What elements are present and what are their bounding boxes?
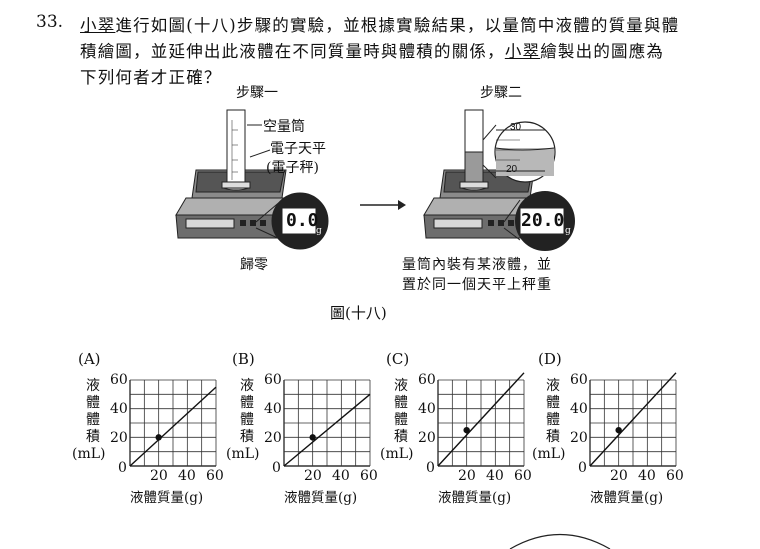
y-axis-label: 液體體積 (78, 378, 108, 446)
y-tick-label: 20 (570, 430, 588, 446)
caption-step2-line1: 量筒內裝有某液體，並 (402, 257, 552, 273)
question-line-2: 積繪圖，並延伸出此液體在不同質量時與體積的關係，小翠繪製出的圖應為 (80, 42, 665, 61)
x-tick-label: 40 (486, 468, 504, 484)
origin-label: 0 (426, 460, 435, 476)
y-tick-label: 20 (418, 430, 436, 446)
balance-reading-1: 0.0 (286, 210, 319, 231)
x-tick-label: 60 (360, 468, 378, 484)
x-tick-label: 40 (178, 468, 196, 484)
x-tick-label: 60 (514, 468, 532, 484)
step1-title: 步驟一 (236, 85, 278, 101)
y-axis-label: 液體體積 (538, 378, 568, 446)
x-tick-label: 20 (304, 468, 322, 484)
y-tick-label: 20 (110, 430, 128, 446)
x-tick-label: 40 (332, 468, 350, 484)
y-tick-label: 20 (264, 430, 282, 446)
x-tick-label: 20 (150, 468, 168, 484)
name-underlined-2: 小翠 (504, 42, 541, 61)
data-point (615, 426, 622, 434)
y-axis-label-char: 體 (86, 395, 100, 411)
balance-step1 (175, 109, 329, 250)
option-graph (283, 379, 371, 467)
y-axis-label-char: 液 (394, 378, 408, 394)
y-tick-label: 40 (418, 401, 436, 417)
option-graph (437, 372, 525, 467)
origin-label: 0 (272, 460, 281, 476)
x-tick-label: 60 (666, 468, 684, 484)
y-tick-label: 60 (264, 372, 282, 388)
y-axis-label-char: 體 (86, 412, 100, 428)
option-graph (129, 379, 217, 467)
y-axis-label-char: 體 (240, 395, 254, 411)
question-number: 33. (36, 12, 64, 32)
scale-mark-20: 20 (506, 164, 518, 175)
y-axis-label-char: 液 (240, 378, 254, 394)
x-axis-label: 液體質量(g) (284, 490, 358, 506)
label-empty-cylinder: 空量筒 (263, 119, 305, 135)
data-line (437, 372, 525, 467)
question-line-3: 下列何者才正確？ (80, 68, 222, 87)
balance-step2 (423, 109, 575, 251)
label-balance: 電子天平 (270, 141, 326, 157)
y-tick-label: 60 (110, 372, 128, 388)
y-axis-label-char: 體 (394, 395, 408, 411)
option-letter: (A) (78, 350, 101, 368)
data-line (129, 386, 217, 467)
y-axis-label: 液體體積 (232, 378, 262, 446)
option-graph (589, 372, 677, 467)
y-axis-label-char: 積 (546, 429, 560, 445)
arrow-head (398, 200, 406, 210)
origin-label: 0 (118, 460, 127, 476)
origin-label: 0 (578, 460, 587, 476)
label-balance-alt: (電子秤) (266, 160, 319, 176)
y-axis-unit: (mL) (72, 446, 106, 462)
x-axis-label: 液體質量(g) (130, 490, 204, 506)
y-tick-label: 40 (570, 401, 588, 417)
y-axis-label-char: 體 (394, 412, 408, 428)
y-axis-unit: (mL) (226, 446, 260, 462)
x-tick-label: 60 (206, 468, 224, 484)
y-tick-label: 40 (110, 401, 128, 417)
x-axis-label: 液體質量(g) (438, 490, 512, 506)
y-axis-label-char: 體 (546, 412, 560, 428)
y-axis-label-char: 體 (546, 395, 560, 411)
option-letter: (B) (232, 350, 255, 368)
y-axis-label: 液體體積 (386, 378, 416, 446)
y-axis-label-char: 積 (86, 429, 100, 445)
option-letter: (C) (386, 350, 410, 368)
y-tick-label: 40 (264, 401, 282, 417)
y-axis-label-char: 液 (86, 378, 100, 394)
x-tick-label: 40 (638, 468, 656, 484)
x-tick-label: 20 (458, 468, 476, 484)
y-axis-label-char: 積 (240, 429, 254, 445)
name-underlined: 小翠 (80, 16, 116, 35)
figure-title: 圖(十八) (330, 304, 387, 322)
decorative-arc (509, 534, 611, 549)
question-line-1: 小翠進行如圖(十八)步驟的實驗，並根據實驗結果，以量筒中液體的質量與體 (80, 16, 680, 35)
x-tick-label: 20 (610, 468, 628, 484)
data-point (155, 434, 162, 441)
y-tick-label: 60 (418, 372, 436, 388)
option-letter: (D) (538, 350, 562, 368)
x-axis-label: 液體質量(g) (590, 490, 664, 506)
scale-mark-30: 30 (510, 122, 522, 133)
caption-step2-line2: 置於同一個天平上秤重 (402, 277, 552, 293)
data-point (309, 434, 316, 441)
y-axis-label-char: 液 (546, 378, 560, 394)
y-tick-label: 60 (570, 372, 588, 388)
data-point (463, 426, 470, 434)
data-line (589, 372, 677, 467)
y-axis-label-char: 體 (240, 412, 254, 428)
caption-zeroing: 歸零 (240, 257, 268, 273)
balance-reading-2: 20.0 (521, 210, 565, 231)
step2-title: 步驟二 (480, 85, 522, 101)
unit-g-2: g (565, 226, 571, 236)
y-axis-unit: (mL) (532, 446, 566, 462)
y-axis-unit: (mL) (380, 446, 414, 462)
y-axis-label-char: 積 (394, 429, 408, 445)
unit-g-1: g (316, 226, 322, 236)
data-line (283, 393, 371, 467)
